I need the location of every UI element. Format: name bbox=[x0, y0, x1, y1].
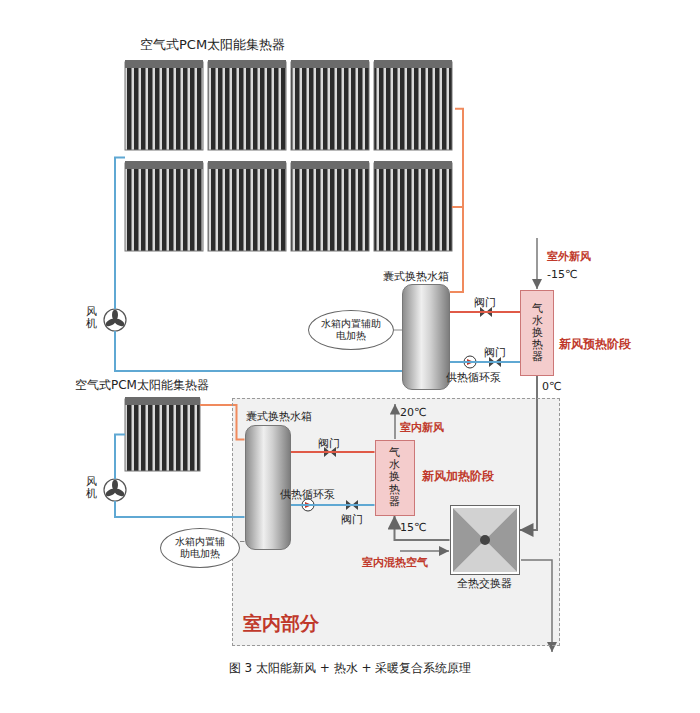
annotation-label: 阀门 bbox=[318, 437, 340, 450]
node-label: 空气式PCM太阳能集热器 bbox=[75, 378, 209, 392]
solar-collector: 空气式PCM太阳能集热器 bbox=[125, 397, 200, 472]
annotation-label: 供热循环泵 bbox=[446, 371, 501, 384]
node-label: 水箱内置辅助电加热 bbox=[321, 318, 381, 342]
fan-symbol bbox=[104, 479, 126, 501]
annotation-label: 15℃ bbox=[400, 521, 426, 534]
callout-bubble: 水箱内置辅助电加热 bbox=[308, 310, 394, 350]
supply-air-duct bbox=[394, 404, 396, 439]
indoor-ground bbox=[232, 398, 560, 646]
node-label: 风机 bbox=[86, 306, 97, 330]
exhaust-air-duct bbox=[521, 560, 552, 652]
heat-recovery-core bbox=[451, 506, 519, 574]
callout-bubble: 水箱内置辅助电加热 bbox=[160, 528, 240, 568]
node-label: 气水换热器 bbox=[389, 447, 400, 507]
annotation-label: -15℃ bbox=[547, 268, 577, 281]
pipe-connector bbox=[240, 541, 245, 542]
energy-recovery-unit: 全热交换器 bbox=[450, 505, 520, 575]
pipe-connector bbox=[200, 405, 245, 440]
stage-label: 新风加热阶段 bbox=[422, 469, 494, 483]
node-label: 囊式换热水箱 bbox=[383, 270, 449, 283]
collector-panels bbox=[125, 60, 452, 471]
annotation-label: 室外新风 bbox=[547, 250, 591, 263]
node-label: 水箱内置辅助电加热 bbox=[173, 536, 227, 560]
solar-collector: 空气式PCM太阳能集热器 bbox=[125, 60, 455, 255]
water-tank: 囊式换热水箱 bbox=[402, 284, 450, 390]
fan: 风机 bbox=[104, 309, 126, 331]
pipe-connector bbox=[115, 158, 125, 310]
node-label: 空气式PCM太阳能集热器 bbox=[140, 37, 285, 53]
pipe-connector bbox=[115, 435, 125, 480]
annotation-label: 室内混热空气 bbox=[362, 556, 428, 569]
outdoor-air-duct bbox=[536, 238, 538, 289]
stage-label: 新风预热阶段 bbox=[559, 337, 631, 351]
figure-caption: 图 3 太阳能新风 + 热水 + 采暖复合系统原理 bbox=[0, 660, 700, 677]
water-tank: 囊式换热水箱 bbox=[245, 425, 291, 550]
return-air-duct bbox=[400, 550, 449, 552]
annotation-label: 0℃ bbox=[542, 380, 561, 393]
annotation-label: 阀门 bbox=[341, 513, 363, 526]
annotation-label: 阀门 bbox=[484, 346, 506, 359]
heat-exchanger: 气水换热器新风加热阶段 bbox=[375, 440, 415, 516]
heat-exchanger: 气水换热器新风预热阶段 bbox=[520, 290, 554, 376]
hot-air-pipe bbox=[452, 206, 463, 208]
pipe-connector bbox=[520, 376, 538, 530]
indoor-region: 室内部分囊式换热水箱气水换热器新风加热阶段全热交换器 bbox=[232, 398, 560, 646]
node-label: 气水换热器 bbox=[532, 303, 543, 363]
pipe-connector bbox=[115, 501, 245, 517]
pipe-connector bbox=[450, 311, 520, 313]
annotation-label: 供热循环泵 bbox=[280, 488, 335, 501]
node-label: 室内部分 bbox=[243, 612, 319, 635]
node-label: 囊式换热水箱 bbox=[246, 410, 312, 423]
annotation-label: 阀门 bbox=[474, 296, 496, 309]
pipe-connector bbox=[291, 451, 375, 453]
annotation-label: 20℃ bbox=[400, 406, 426, 419]
fan-symbol bbox=[104, 309, 126, 331]
pipe-connector bbox=[291, 504, 375, 506]
pipe-connector bbox=[394, 330, 402, 331]
pipe-connector bbox=[450, 361, 520, 363]
node-label: 全热交换器 bbox=[457, 577, 512, 590]
pipe-connector bbox=[450, 109, 463, 292]
annotation-label: 室内新风 bbox=[400, 421, 444, 434]
pipe-connector bbox=[395, 516, 450, 541]
fan: 风机 bbox=[104, 479, 126, 501]
node-label: 风机 bbox=[86, 476, 97, 500]
